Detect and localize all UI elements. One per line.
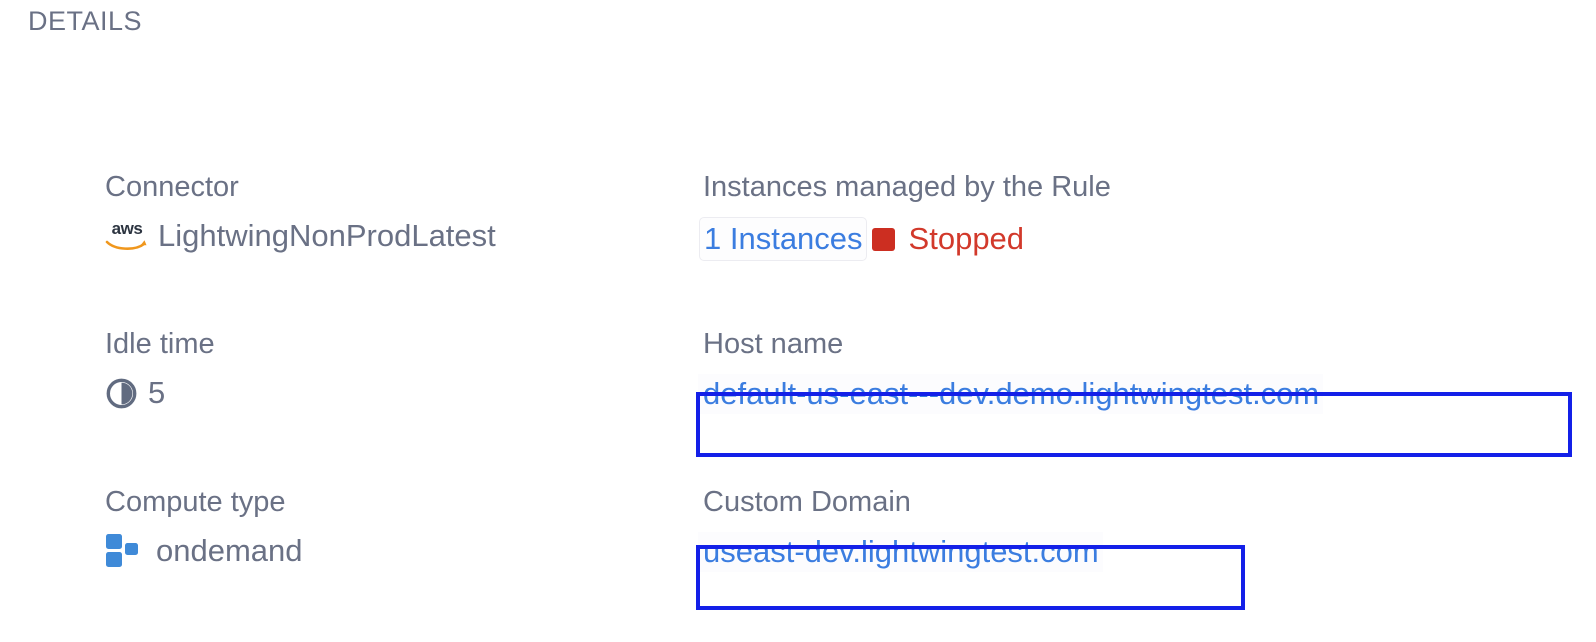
host-name-value-row: default-us-east---dev.demo.lightwingtest… <box>698 374 1583 414</box>
compute-type-value: ondemand <box>156 533 303 568</box>
clock-pie-icon <box>105 377 138 410</box>
field-custom-domain: Custom Domain useast-dev.lightwingtest.c… <box>698 485 1583 572</box>
aws-logo-icon: aws <box>105 220 149 253</box>
instances-count-link[interactable]: 1 Instances <box>699 217 867 261</box>
idle-time-value: 5 <box>148 375 166 410</box>
compute-blocks-icon <box>105 533 145 569</box>
connector-name: LightwingNonProdLatest <box>158 218 496 253</box>
compute-type-value-row: ondemand <box>105 532 685 570</box>
idle-time-label: Idle time <box>105 328 215 360</box>
custom-domain-label: Custom Domain <box>703 486 911 518</box>
status-badge: Stopped <box>908 221 1025 256</box>
custom-domain-link[interactable]: useast-dev.lightwingtest.com <box>698 532 1103 572</box>
instances-value-row: 1 Instances Stopped <box>699 217 1583 261</box>
field-connector: Connector aws LightwingNonProdLatest <box>105 170 685 255</box>
field-compute-type: Compute type ondemand <box>105 485 685 570</box>
custom-domain-value-row: useast-dev.lightwingtest.com <box>698 532 1583 572</box>
field-instances: Instances managed by the Rule 1 Instance… <box>699 170 1583 261</box>
page-title: DETAILS <box>28 6 143 36</box>
connector-value-row: aws LightwingNonProdLatest <box>105 217 685 255</box>
connector-label: Connector <box>105 171 239 203</box>
host-name-label: Host name <box>703 328 844 360</box>
field-idle-time: Idle time 5 <box>105 327 685 412</box>
idle-time-value-row: 5 <box>105 374 685 412</box>
host-name-link[interactable]: default-us-east---dev.demo.lightwingtest… <box>698 374 1324 414</box>
compute-type-label: Compute type <box>105 486 286 518</box>
instances-label: Instances managed by the Rule <box>703 171 1111 203</box>
field-host-name: Host name default-us-east---dev.demo.lig… <box>698 327 1583 414</box>
status-marker-icon <box>871 227 895 251</box>
